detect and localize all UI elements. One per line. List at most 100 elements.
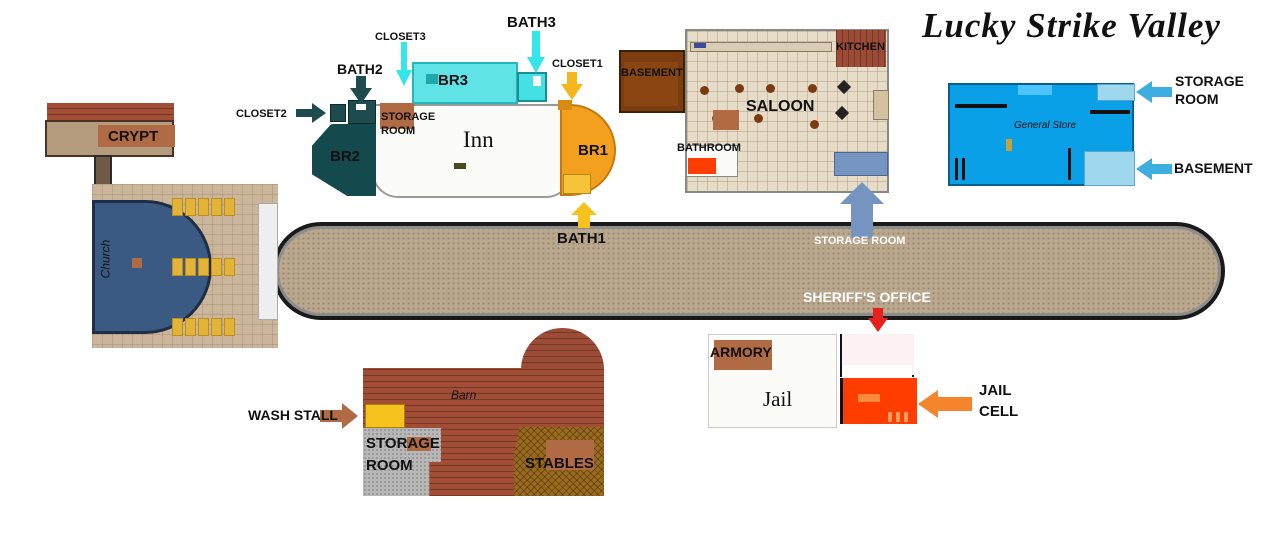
church-pew xyxy=(172,258,183,276)
bath1-room xyxy=(563,174,591,194)
inn-storage-label-1: STORAGE xyxy=(381,111,436,123)
saloon-bar-marker xyxy=(694,43,706,48)
church-pew xyxy=(172,198,183,216)
jail-cell-bunk xyxy=(858,394,880,402)
bathroom-label: BATHROOM xyxy=(677,142,741,154)
church-pew xyxy=(198,198,209,216)
church-steps xyxy=(258,203,278,320)
kitchen-label: KITCHEN xyxy=(836,41,885,53)
saloon-table xyxy=(766,84,775,93)
closet2-arrow-icon xyxy=(296,103,326,123)
wash-stall-label: WASH STALL xyxy=(248,407,338,423)
br3-label: BR3 xyxy=(438,72,469,89)
stables-marker xyxy=(546,440,594,470)
store-basement-label: BASEMENT xyxy=(1174,160,1253,176)
bathroom-fixture xyxy=(688,158,716,174)
church-pew xyxy=(185,318,196,336)
armory-label: ARMORY xyxy=(710,344,772,360)
church-pew xyxy=(198,258,209,276)
church-pew xyxy=(224,198,235,216)
store-basement-room xyxy=(1084,151,1135,186)
church-pew xyxy=(224,258,235,276)
inn-storage-marker xyxy=(380,103,414,129)
closet3-label: CLOSET3 xyxy=(375,31,426,43)
sheriffs-office-label: SHERIFF'S OFFICE xyxy=(803,289,931,305)
main-road xyxy=(272,222,1225,320)
barn-storage-label-2: ROOM xyxy=(366,457,413,474)
saloon-basement-label: BASEMENT xyxy=(621,67,683,79)
br2-label: BR2 xyxy=(330,148,361,165)
barn-storage-marker xyxy=(407,437,431,451)
bath3-label: BATH3 xyxy=(507,14,556,31)
saloon-stage xyxy=(873,90,889,120)
saloon-bar xyxy=(690,42,832,52)
crypt-roof xyxy=(47,103,174,121)
bath3-arrow-icon xyxy=(527,31,545,73)
inn-label: Inn xyxy=(463,127,494,152)
saloon-storage-room xyxy=(834,152,888,176)
store-storage-room xyxy=(1097,84,1135,101)
saloon-table xyxy=(735,84,744,93)
jail-window xyxy=(842,365,912,377)
store-storage-label-2: ROOM xyxy=(1175,91,1219,107)
church-pew xyxy=(185,198,196,216)
church-label: Church xyxy=(98,239,113,279)
store-shelf xyxy=(962,158,965,180)
store-storage-arrow-icon xyxy=(1136,81,1172,103)
church-pew xyxy=(211,198,222,216)
wash-stall-room xyxy=(365,404,405,428)
church-pew xyxy=(185,258,196,276)
br3-marker xyxy=(426,74,438,84)
store-shelf xyxy=(955,104,1007,108)
barn-storage-label-1: STORAGE xyxy=(366,435,440,452)
armory-marker xyxy=(714,340,772,370)
saloon-label: SALOON xyxy=(746,98,815,115)
br1-label: BR1 xyxy=(578,142,609,159)
saloon-storage-arrow-icon xyxy=(840,182,884,238)
closet2-room xyxy=(330,104,346,122)
closet3-arrow-icon xyxy=(396,42,412,86)
bath3-room xyxy=(517,72,547,102)
store-shelf xyxy=(1068,148,1071,180)
inn-counter xyxy=(454,163,466,169)
church-pew xyxy=(172,318,183,336)
store-register xyxy=(1006,139,1012,151)
bath2-label: BATH2 xyxy=(337,61,383,77)
store-storage-label-1: STORAGE xyxy=(1175,73,1244,89)
jail-cell-bars xyxy=(896,412,900,422)
kitchen-room xyxy=(836,30,886,67)
store-counter xyxy=(1018,85,1052,95)
jail-cell-label-1: JAIL xyxy=(979,382,1012,399)
closet1-arrow-icon xyxy=(561,72,583,100)
inn-storage-label-2: ROOM xyxy=(381,125,416,137)
church-pew xyxy=(198,318,209,336)
stables-label: STABLES xyxy=(525,455,594,472)
bath2-fixture xyxy=(356,104,366,110)
sheriff-arrow-icon xyxy=(868,308,888,332)
crypt-label: CRYPT xyxy=(108,128,159,145)
closet1-label: CLOSET1 xyxy=(552,58,603,70)
closet2-label: CLOSET2 xyxy=(236,108,287,120)
closet1-room xyxy=(558,100,572,110)
general-store-label: General Store xyxy=(1014,120,1077,131)
map-title: Lucky Strike Valley xyxy=(922,6,1221,45)
jail-cell-bars xyxy=(888,412,892,422)
bathroom-marker xyxy=(713,110,739,130)
store-basement-arrow-icon xyxy=(1136,158,1172,180)
jail-cell-bars xyxy=(904,412,908,422)
bath3-fixture xyxy=(533,76,541,86)
jail-cell-label-2: CELL xyxy=(979,403,1019,420)
jail-label: Jail xyxy=(763,387,793,411)
church-pew xyxy=(211,318,222,336)
saloon-basement-inner xyxy=(624,62,678,106)
saloon-table xyxy=(700,86,709,95)
saloon-table xyxy=(808,84,817,93)
saloon-storage-label: STORAGE ROOM xyxy=(814,235,906,247)
saloon-table xyxy=(754,114,763,123)
bath1-label: BATH1 xyxy=(557,230,606,247)
jail-cell-arrow-icon xyxy=(918,390,972,418)
wash-stall-arrow-icon xyxy=(320,403,358,429)
crypt-marker xyxy=(98,125,175,147)
church-altar xyxy=(132,258,142,268)
store-shelf xyxy=(955,158,958,180)
